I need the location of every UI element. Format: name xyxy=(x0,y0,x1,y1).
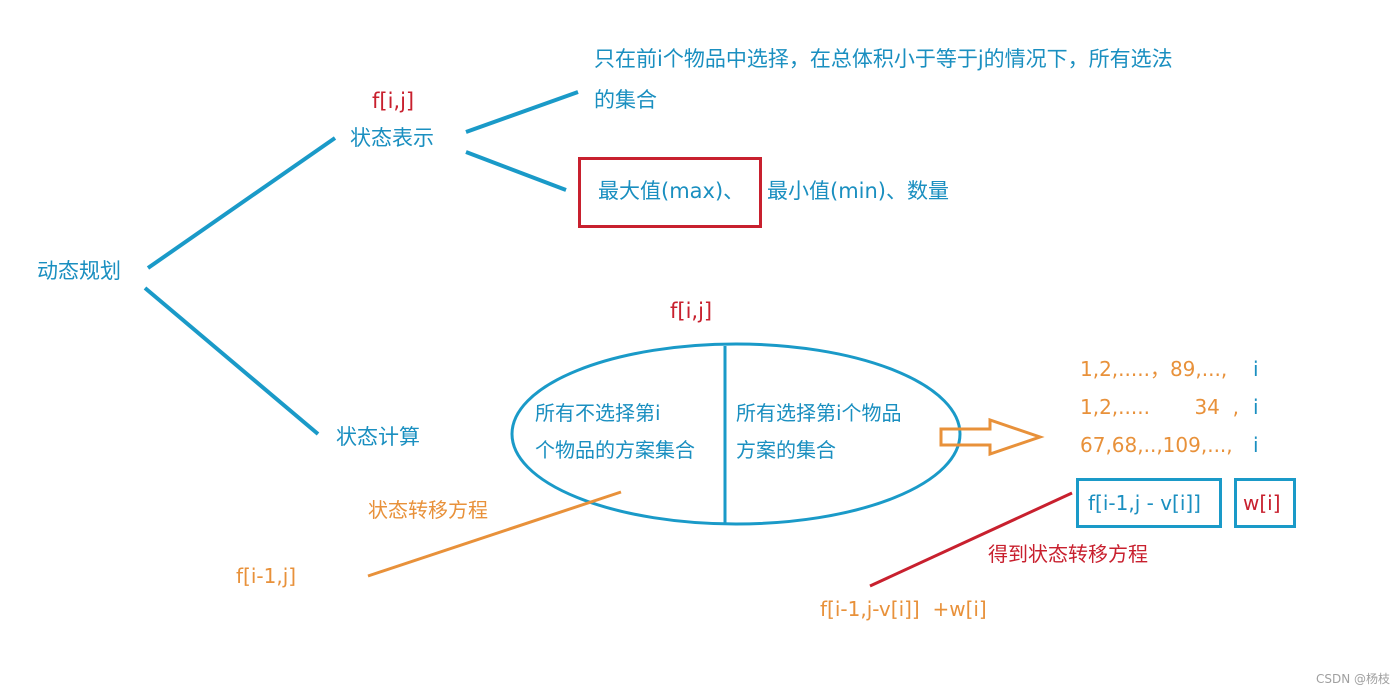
left-part-line2: 个物品的方案集合 xyxy=(535,438,695,462)
sequence-row-3: 67,68,..,109,..., xyxy=(1080,433,1233,457)
transfer-label: 状态转移方程 xyxy=(368,498,488,522)
state-repr-notation: f[i,j] xyxy=(372,89,415,113)
state-calc-label: 状态计算 xyxy=(336,425,420,449)
decomp-part1: f[i-1,j - v[i]] xyxy=(1088,491,1201,515)
state-calc-notation: f[i,j] xyxy=(670,299,713,323)
branch-to-attribute xyxy=(465,150,567,192)
sequence-row-1: 1,2,.....，89,..., xyxy=(1080,357,1228,381)
root-label: 动态规划 xyxy=(37,259,121,283)
decomp-part2: w[i] xyxy=(1243,491,1281,515)
sequence-row-3-index: i xyxy=(1253,433,1259,457)
set-ellipse xyxy=(510,342,962,526)
attr-max: 最大值(max)、 xyxy=(598,179,745,203)
branch-to-state-repr xyxy=(146,136,337,270)
right-arrow-icon xyxy=(939,417,1045,457)
left-part-pointer xyxy=(367,490,622,578)
result-label: 得到状态转移方程 xyxy=(988,542,1148,566)
csdn-watermark: CSDN @杨枝 xyxy=(1315,672,1390,686)
sequence-row-2: 1,2,..... 34 , xyxy=(1080,395,1239,419)
state-repr-label: 状态表示 xyxy=(350,126,434,150)
left-part-line1: 所有不选择第i xyxy=(535,401,661,425)
right-part-line2: 方案的集合 xyxy=(736,438,836,462)
branch-to-set-meaning xyxy=(465,90,579,134)
left-formula: f[i-1,j] xyxy=(236,564,297,588)
decomp-part2-box xyxy=(1234,478,1296,528)
attr-max-highlight-box xyxy=(578,157,762,228)
result-pointer xyxy=(869,491,1073,588)
sequence-row-2-index: i xyxy=(1253,395,1259,419)
branch-to-state-calc xyxy=(143,286,320,436)
right-part-line1: 所有选择第i个物品 xyxy=(736,401,902,425)
sequence-row-1-index: i xyxy=(1253,357,1259,381)
decomp-part1-box xyxy=(1076,478,1222,528)
attr-rest: 最小值(min)、数量 xyxy=(767,179,949,203)
set-meaning-line1: 只在前i个物品中选择，在总体积小于等于j的情况下，所有选法 xyxy=(594,47,1173,71)
result-formula: f[i-1,j-v[i]] +w[i] xyxy=(820,597,987,621)
set-meaning-line2: 的集合 xyxy=(594,88,657,112)
